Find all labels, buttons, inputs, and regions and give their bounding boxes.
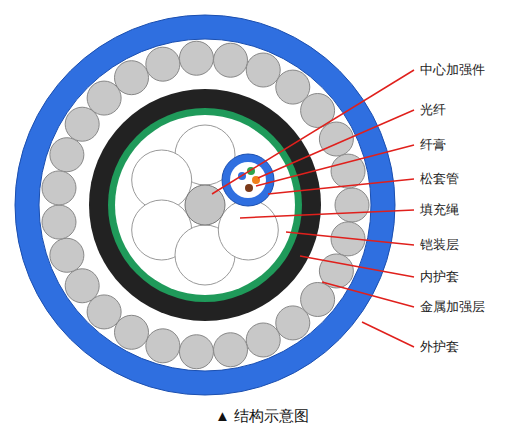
steel-wire [115, 61, 149, 95]
filler-ropes [132, 125, 279, 285]
inner-sheath [89, 89, 321, 321]
outer-sheath [15, 15, 395, 395]
part-label: 光纤 [420, 102, 446, 118]
part-label: 中心加强件 [420, 62, 485, 78]
leader-line [286, 232, 414, 245]
part-label: 铠装层 [420, 237, 459, 253]
tube-wall [222, 154, 274, 206]
caption: ▲ 结构示意图 [215, 407, 309, 425]
part-label: 外护套 [420, 339, 459, 355]
leader-line [258, 110, 414, 178]
leader-line [268, 179, 414, 194]
part-label: 纤膏 [420, 137, 446, 153]
steel-wire [50, 138, 84, 172]
steel-wire [50, 238, 84, 272]
armor-layer [108, 108, 302, 302]
steel-wire [65, 269, 99, 303]
steel-wire [115, 315, 149, 349]
part-label: 金属加强层 [420, 299, 485, 315]
part-label: 松套管 [420, 171, 459, 187]
steel-wire [246, 323, 280, 357]
leader-line [322, 282, 414, 307]
steel-wire [276, 306, 310, 340]
sheath-inner-edge [39, 39, 371, 371]
metal-strength-layer [42, 41, 369, 369]
fiber [245, 184, 253, 192]
steel-wire [42, 205, 76, 239]
part-label: 填充绳 [420, 202, 459, 218]
steel-wire [42, 171, 76, 205]
leader-lines [212, 70, 414, 347]
filler-rope [218, 200, 278, 260]
steel-wire [214, 333, 248, 367]
steel-wire [246, 53, 280, 87]
leader-line [300, 256, 414, 277]
steel-wire [179, 335, 213, 369]
part-label: 内护套 [420, 269, 459, 285]
core-space [115, 115, 295, 295]
leader-line [212, 70, 414, 194]
steel-wire [335, 188, 369, 222]
steel-wire [146, 329, 180, 363]
steel-wire [179, 41, 213, 75]
steel-wire [214, 43, 248, 77]
loose-tube [222, 154, 274, 206]
leader-line [256, 145, 414, 186]
steel-wire [87, 81, 121, 115]
leader-line [240, 210, 414, 218]
central-member [185, 185, 225, 225]
steel-wire [146, 47, 180, 81]
leader-line [362, 322, 414, 347]
